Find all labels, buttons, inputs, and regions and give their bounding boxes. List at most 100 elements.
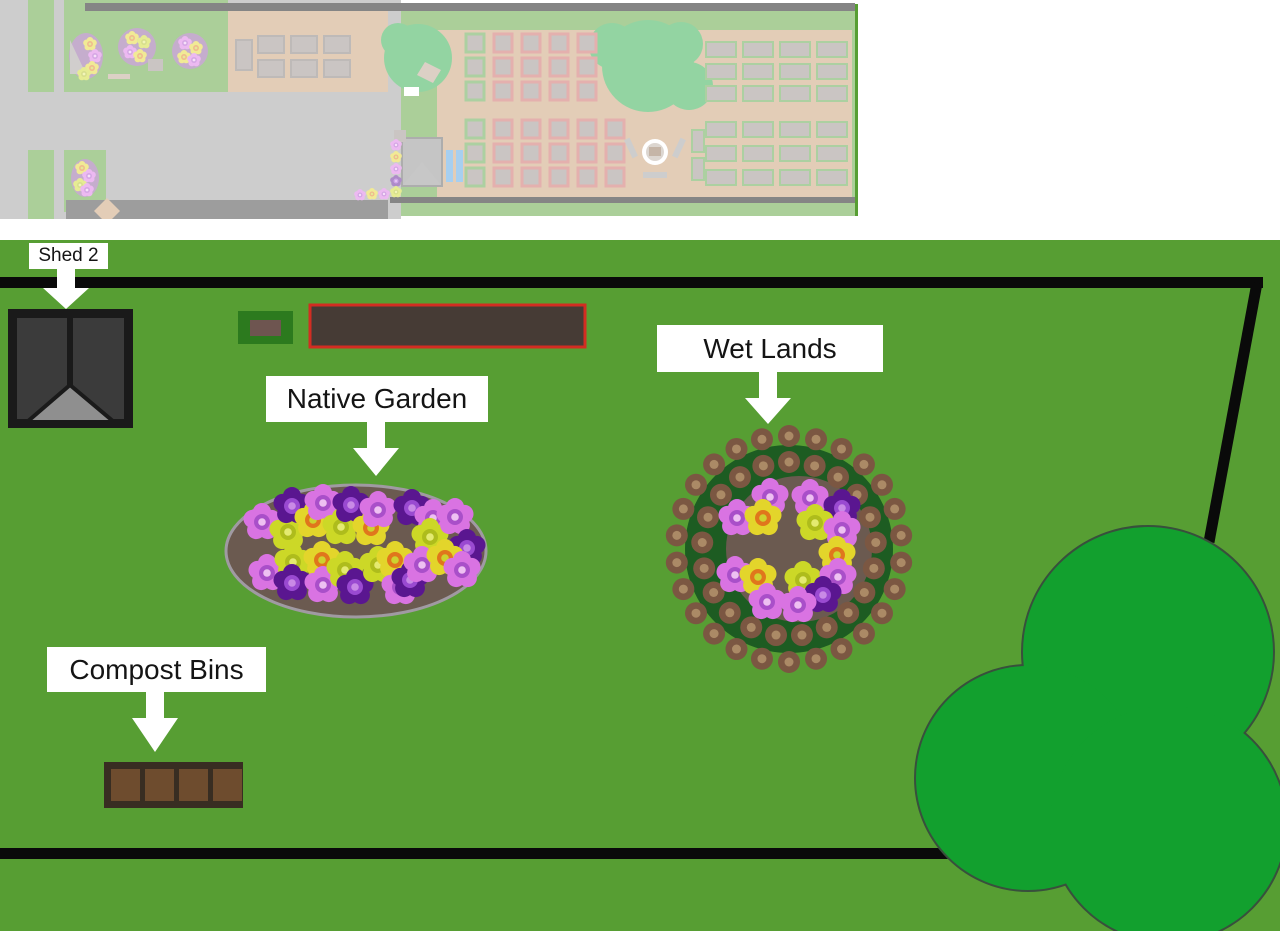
native-garden-flower	[980, 100, 992, 112]
flower-petal	[1095, 92, 1101, 98]
wetlands-stone-ring-inner	[1126, 125, 1133, 132]
flower-center-dot	[977, 94, 980, 96]
wetland-dot-center	[890, 584, 900, 594]
wetland-dot-center	[890, 504, 900, 514]
label-compost-bins-text: Compost Bins	[69, 653, 244, 685]
flower-petal	[962, 91, 968, 97]
flower-petal	[1098, 111, 1104, 117]
wetlands-stone-ring-outer	[1113, 62, 1120, 69]
wetland-dot-center	[1140, 115, 1143, 118]
flower-center-dot	[1132, 103, 1135, 105]
flower-petal	[968, 109, 974, 115]
overview-strip-highlight-region	[855, 0, 1280, 231]
flower-center-dot	[833, 551, 841, 559]
flower-petal	[946, 97, 952, 103]
flower-petal	[961, 87, 967, 93]
flower-petal	[987, 115, 993, 121]
native-garden-flower	[989, 102, 1001, 114]
flower-petal	[973, 95, 979, 101]
flower-petal	[982, 111, 988, 117]
flower-center-dot	[990, 111, 993, 113]
flower-center-ring	[995, 96, 1000, 101]
flower-petal	[1120, 117, 1126, 123]
wetlands-flower	[1093, 105, 1105, 117]
flower-petal	[950, 97, 956, 103]
wetland-dot-center	[746, 622, 756, 632]
large-tree	[1050, 706, 1280, 931]
flower-petal	[998, 95, 1004, 101]
flower-center-dot	[1108, 119, 1111, 121]
flower-center-dot	[972, 114, 975, 116]
flower-petal	[972, 84, 978, 90]
label-native-garden: Native Garden	[266, 376, 488, 422]
flower-petal	[946, 103, 952, 109]
large-tree	[1204, 154, 1280, 231]
flower-petal	[970, 88, 976, 94]
flower-petal	[1099, 92, 1105, 98]
wetlands-bed	[1096, 79, 1144, 127]
wetlands-stone-ring-outer	[1082, 78, 1089, 85]
flower-center-dot	[806, 494, 814, 502]
flower-petal	[1117, 115, 1123, 121]
large-tree	[1159, 141, 1233, 214]
flower-center-dot	[1005, 91, 1008, 93]
flower-petal	[977, 84, 983, 90]
flower-center-ring	[996, 90, 1001, 95]
flower-center-ring	[941, 108, 946, 113]
flower-center-ring	[976, 93, 981, 98]
small-planter-box	[934, 25, 952, 36]
flower-petal	[1003, 109, 1009, 115]
flower-petal	[976, 89, 982, 95]
flower-petal	[986, 102, 992, 108]
wetland-dot-center	[1146, 80, 1149, 83]
flower-petal	[937, 93, 943, 99]
flower-center-ring	[956, 90, 961, 95]
wetland-dot-center	[837, 644, 847, 654]
wetlands-stone-ring-inner	[1109, 127, 1116, 134]
long-raised-bed	[308, 303, 587, 349]
wetland-dot-center	[1085, 122, 1088, 125]
flower-petal	[1128, 114, 1134, 120]
flower-petal	[973, 111, 979, 117]
flower-center-dot	[1107, 91, 1110, 93]
boundary-line-diagonal	[1256, 16, 1272, 101]
wetland-dot-center	[709, 459, 719, 469]
boundary-line-top	[0, 277, 1263, 288]
flower-center-dot	[961, 113, 964, 115]
wetlands-stone-ring-inner	[1086, 89, 1093, 96]
flower-petal	[1094, 88, 1100, 94]
flower-petal	[1119, 120, 1125, 126]
flower-petal	[1096, 105, 1102, 111]
native-garden-flower	[946, 101, 958, 113]
compost-bin-cell	[145, 769, 174, 801]
flower-center-dot	[288, 579, 296, 587]
wetlands-flower	[1103, 114, 1115, 126]
wetland-dot-center	[859, 629, 869, 639]
flower-petal	[1107, 92, 1113, 98]
flower-center-dot	[391, 556, 399, 564]
flower-center-dot	[834, 573, 842, 581]
wetland-dot-center	[811, 654, 821, 664]
flower-petal	[1121, 94, 1127, 100]
main-map-view	[0, 240, 1280, 931]
wetlands-stone-ring-inner	[1133, 120, 1140, 127]
wetland-dot-center	[1078, 106, 1081, 109]
flower-petal	[990, 112, 996, 118]
wetlands-stone-ring-outer	[1144, 78, 1151, 85]
flower-center-ring	[978, 105, 983, 110]
flower-petal	[1115, 109, 1121, 115]
flower-petal	[959, 89, 965, 95]
flower-petal	[1122, 109, 1128, 115]
wetland-dot-center	[1140, 129, 1143, 132]
flower-center-ring	[967, 107, 972, 112]
flower-petal	[944, 93, 950, 99]
flower-petal	[946, 110, 952, 116]
flower-petal	[1128, 111, 1134, 117]
flower-petal	[1127, 108, 1133, 114]
flower-center-dot	[733, 514, 741, 522]
wetlands-stone-ring-inner	[1141, 105, 1148, 112]
wetlands-stone-ring-outer	[1148, 112, 1155, 119]
flower-petal	[957, 87, 963, 93]
